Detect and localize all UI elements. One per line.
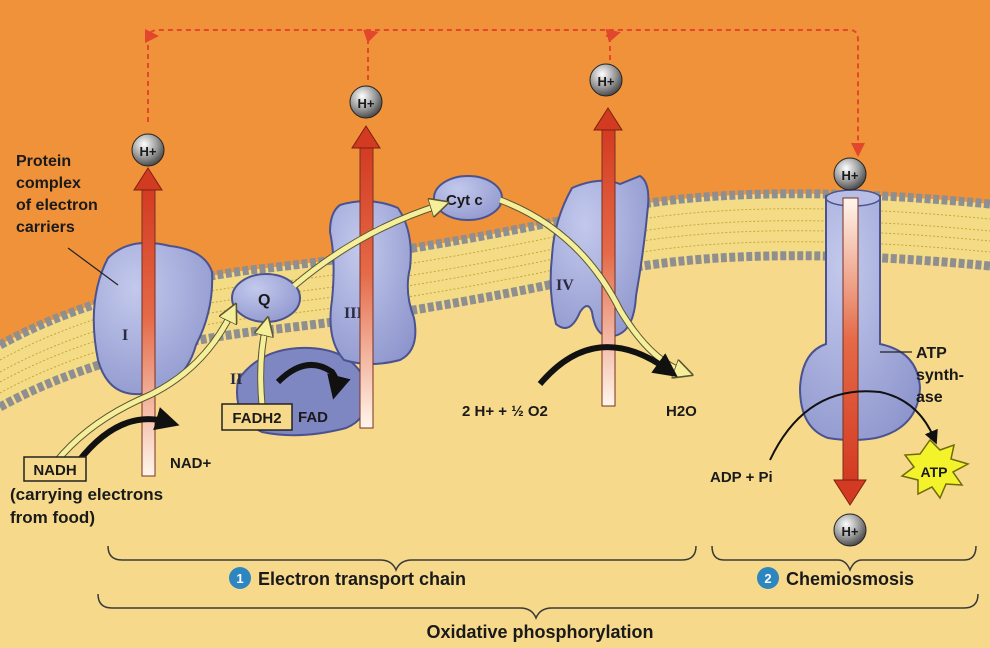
water-label: H2O [666, 403, 697, 420]
proton-ions: H+ H+ H+ H+ H+ [131, 63, 867, 547]
chemiosmosis-brace [711, 545, 977, 573]
atp-synthesis-arrow [769, 390, 938, 461]
atp-synthase-label: ATP synth- ase [916, 345, 968, 406]
fadh2-oxidation-arrow [275, 362, 351, 400]
membrane-core [0, 193, 990, 407]
fad-label: FAD [298, 409, 328, 426]
step-2-label: Chemiosmosis [786, 569, 914, 589]
step-2-number: 2 [764, 571, 771, 586]
oxygen-reduction-arrow [537, 344, 678, 386]
etc-brace [107, 545, 697, 573]
nadh-box [23, 456, 87, 482]
complex-i-label: I [122, 327, 128, 344]
complex-iv-proton-arrow [601, 127, 616, 407]
svg-text:H+: H+ [842, 168, 859, 183]
nadh-oxidation-arrow [75, 407, 180, 464]
h-plus-ion: H+ [589, 63, 623, 97]
lipid-bilayer [0, 189, 990, 411]
protein-complex-leader [67, 247, 119, 286]
fadh2-box [221, 403, 293, 431]
h-plus-ion: H+ [833, 157, 867, 191]
oxidative-phosphorylation-label: Oxidative phosphorylation [426, 622, 653, 642]
intermembrane-space [0, 0, 990, 345]
complex-iv-label: IV [556, 277, 574, 294]
h-plus-ion: H+ [131, 133, 165, 167]
fadh2-label: FADH2 [232, 410, 281, 427]
step-1-number: 1 [236, 571, 243, 586]
oxidative-brace [97, 593, 979, 621]
nad-plus-label: NAD+ [170, 455, 211, 472]
complex-iii-proton-arrow [359, 145, 374, 429]
step-1-badge [229, 567, 251, 589]
atp-label: ATP [921, 464, 948, 480]
step-1-label: Electron transport chain [258, 569, 466, 589]
complex-i-proton-arrow [141, 187, 156, 477]
atp-burst [900, 438, 970, 500]
svg-text:H+: H+ [598, 74, 615, 89]
complex-iv [549, 174, 650, 338]
channel-arrowhead [833, 479, 867, 506]
step-braces [97, 545, 979, 621]
nadh-label: NADH [33, 462, 76, 479]
atp-synthase-proton-channel [842, 197, 859, 483]
svg-text:H+: H+ [140, 144, 157, 159]
cyt-c-label: Cyt c [446, 192, 483, 209]
h-plus-ion: H+ [833, 513, 867, 547]
q-label: Q [258, 292, 270, 309]
svg-text:H+: H+ [842, 524, 859, 539]
complex-iii-label: III [344, 305, 363, 322]
h-plus-ion: H+ [349, 85, 383, 119]
carrying-electrons-label: (carrying electrons from food) [10, 485, 168, 527]
protein-complex-label: Protein complex of electron carriers [16, 153, 102, 236]
proton-pump-arrows [133, 107, 623, 477]
svg-text:H+: H+ [358, 96, 375, 111]
oxygen-reaction-label: 2 H+ + ½ O2 [462, 403, 548, 420]
adp-pi-label: ADP + Pi [710, 469, 773, 486]
proton-return-path [145, 28, 865, 157]
reaction-arrows [75, 344, 938, 464]
complex-ii-label: II [230, 371, 242, 388]
atp-synthase [798, 189, 922, 506]
step-2-badge [757, 567, 779, 589]
